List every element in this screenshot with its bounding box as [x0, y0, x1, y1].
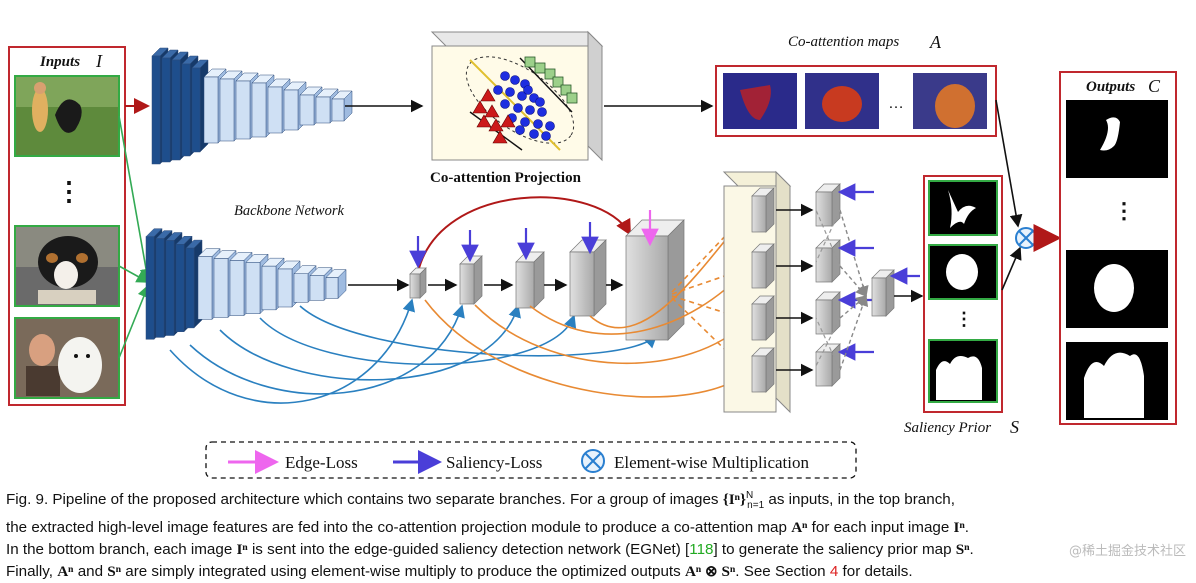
caption-set-sub: n=1: [747, 500, 765, 512]
caption-line3-c: ] to generate the saliency prior map: [713, 541, 952, 559]
outputs-vdots: ⋮: [1113, 198, 1135, 223]
caption-line4-e: for details.: [842, 563, 913, 581]
inputs-symbol: I: [95, 51, 103, 71]
caption-line3-a: In the bottom branch, each image: [6, 541, 233, 559]
coattention-projection-label: Co-attention Projection: [430, 170, 582, 186]
backbone-label: Backbone Network: [234, 203, 344, 219]
caption-set-notation: {Iⁿ}: [722, 491, 746, 509]
caption-set-sup: N: [745, 490, 754, 501]
saliency-prior-panel: ⋮: [923, 175, 1003, 413]
caption-line2-mid: for each input image: [811, 519, 950, 537]
legend: Edge-Loss Saliency-Loss Element-wise Mul…: [205, 441, 857, 479]
outputs-symbol: C: [1148, 76, 1161, 96]
elementwise-multiplication-node: [1015, 227, 1037, 249]
caption-sym-i: Iⁿ: [953, 519, 965, 537]
input-image-2: [14, 225, 120, 307]
saliency-prior-label: Saliency Prior: [904, 420, 991, 436]
outputs-label: Outputs: [1086, 79, 1135, 95]
side-branch-cubes: [751, 183, 924, 393]
watermark: @稀土掘金技术社区: [1068, 544, 1186, 559]
caption-line4-b: and: [77, 563, 104, 581]
legend-edge-loss: Edge-Loss: [285, 453, 358, 472]
input-image-1: [14, 75, 120, 157]
caption-line3-b: is sent into the edge-guided saliency de…: [251, 541, 690, 559]
figure-caption: Fig. 9. Pipeline of the proposed archite…: [6, 485, 1190, 583]
saliency-prior-symbol: S: [1010, 417, 1019, 437]
saliency-vdots: ⋮: [955, 309, 973, 329]
caption-line2-text: the extracted high-level image features …: [6, 519, 787, 537]
decoder-cubes: [409, 210, 685, 341]
coattention-maps-label: Co-attention maps: [788, 34, 899, 50]
caption-prefix: Fig. 9. Pipeline of the proposed archite…: [6, 491, 719, 509]
saliency-to-mult-arrow: [1001, 246, 1022, 291]
caption-sym-a2: Aⁿ: [57, 563, 74, 581]
caption-line4-d: . See Section: [735, 563, 826, 581]
caption-line-3: In the bottom branch, each image Iⁿ is s…: [6, 541, 974, 559]
legend-elementwise: Element-wise Multiplication: [614, 453, 809, 472]
bottom-backbone: [145, 228, 347, 340]
input-image-3: [14, 317, 120, 399]
maps-to-mult-arrow: [995, 99, 1023, 228]
caption-sym-s: Sⁿ: [955, 541, 970, 559]
caption-line-1: Fig. 9. Pipeline of the proposed archite…: [6, 485, 1190, 517]
caption-line-4: Finally, Aⁿ and Sⁿ are simply integrated…: [6, 561, 1190, 583]
caption-sym-product: Aⁿ ⊗ Sⁿ: [684, 563, 736, 581]
caption-ref-section-4[interactable]: 4: [829, 563, 839, 581]
coattention-maps-symbol: A: [929, 32, 942, 52]
coattention-projection-module: [430, 30, 604, 162]
caption-sym-i2: Iⁿ: [236, 541, 248, 559]
input-green-arrows: [118, 115, 153, 359]
blue-skip-connections: [169, 298, 658, 404]
caption-line1-tail: as inputs, in the top branch,: [768, 491, 955, 509]
caption-line4-a: Finally,: [6, 563, 53, 581]
caption-ref-118[interactable]: 118: [689, 541, 714, 559]
caption-sym-s2: Sⁿ: [107, 563, 122, 581]
coattention-maps-panel: …: [715, 65, 997, 137]
edge-skip-curve: [417, 196, 631, 273]
pipeline-figure: Inputs I ⋮: [8, 30, 1177, 479]
coattention-maps-ellipsis: …: [888, 95, 904, 112]
outputs-panel: ⋮: [1059, 71, 1177, 425]
top-backbone: [151, 47, 353, 165]
caption-line4-c: are simply integrated using element-wise…: [125, 563, 681, 581]
inputs-label: Inputs: [39, 54, 80, 70]
caption-line-2: the extracted high-level image features …: [6, 519, 969, 537]
caption-sym-a: Aⁿ: [791, 519, 808, 537]
inputs-panel: Inputs I ⋮: [8, 46, 126, 406]
legend-saliency-loss: Saliency-Loss: [446, 453, 542, 472]
inputs-vdots: ⋮: [56, 176, 82, 206]
